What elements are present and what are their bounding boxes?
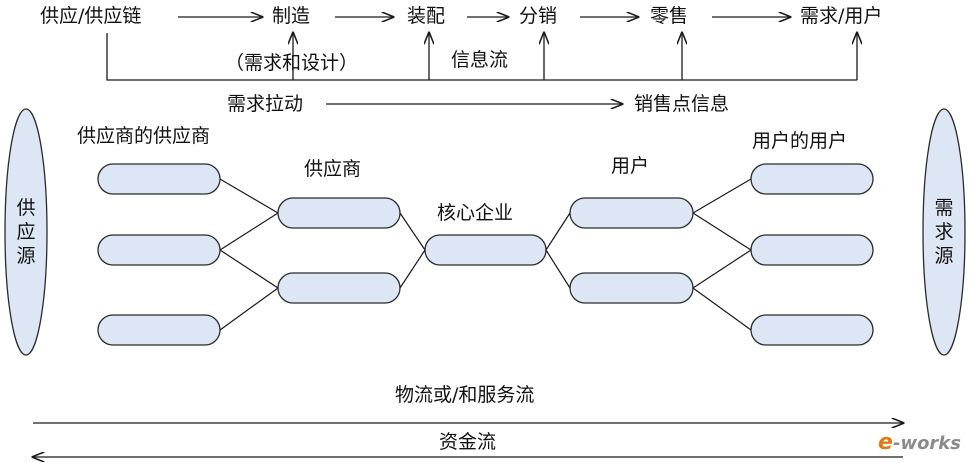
cash-flow-label: 资金流 — [439, 431, 497, 453]
demand-design-label: （需求和设计） — [225, 52, 359, 74]
node-customer-of-customer-2 — [750, 234, 874, 266]
stage-manufacture: 制造 — [272, 5, 311, 27]
stage-supply-chain: 供应/供应链 — [40, 5, 142, 27]
demand-source-label: 需 求 源 — [934, 197, 954, 267]
customers-of-customers-label: 用户的用户 — [752, 130, 848, 152]
node-customer-1 — [569, 197, 694, 229]
stage-assembly: 装配 — [407, 5, 446, 27]
node-core-enterprise — [424, 234, 547, 266]
demand-source-ellipse — [922, 108, 966, 356]
node-supplier-1 — [277, 197, 401, 229]
node-supplier-2 — [277, 272, 401, 304]
stage-distribution: 分销 — [519, 5, 558, 27]
node-customer-2 — [569, 272, 694, 304]
node-customer-of-customer-1 — [750, 163, 874, 195]
stage-demand-user: 需求/用户 — [800, 5, 883, 27]
node-supplier-of-supplier-2 — [97, 234, 221, 266]
pos-info-label: 销售点信息 — [634, 93, 730, 115]
node-customer-of-customer-3 — [750, 314, 874, 346]
supply-source-label: 供 应 源 — [16, 197, 36, 267]
info-flow-bracket — [106, 33, 857, 81]
node-supplier-of-supplier-1 — [97, 163, 221, 195]
suppliers-label: 供应商 — [304, 158, 362, 180]
suppliers-of-suppliers-label: 供应商的供应商 — [77, 125, 211, 147]
demand-pull-label: 需求拉动 — [227, 93, 304, 115]
customers-label: 用户 — [611, 155, 650, 177]
supply-source-ellipse — [4, 108, 48, 356]
network-links — [219, 178, 752, 331]
material-flow-label: 物流或/和服务流 — [395, 384, 535, 406]
info-flow-label: 信息流 — [451, 49, 509, 71]
eworks-logo: e-works — [878, 430, 961, 455]
node-supplier-of-supplier-3 — [97, 314, 221, 346]
core-enterprise-label: 核心企业 — [437, 202, 514, 224]
stage-retail: 零售 — [650, 5, 689, 27]
